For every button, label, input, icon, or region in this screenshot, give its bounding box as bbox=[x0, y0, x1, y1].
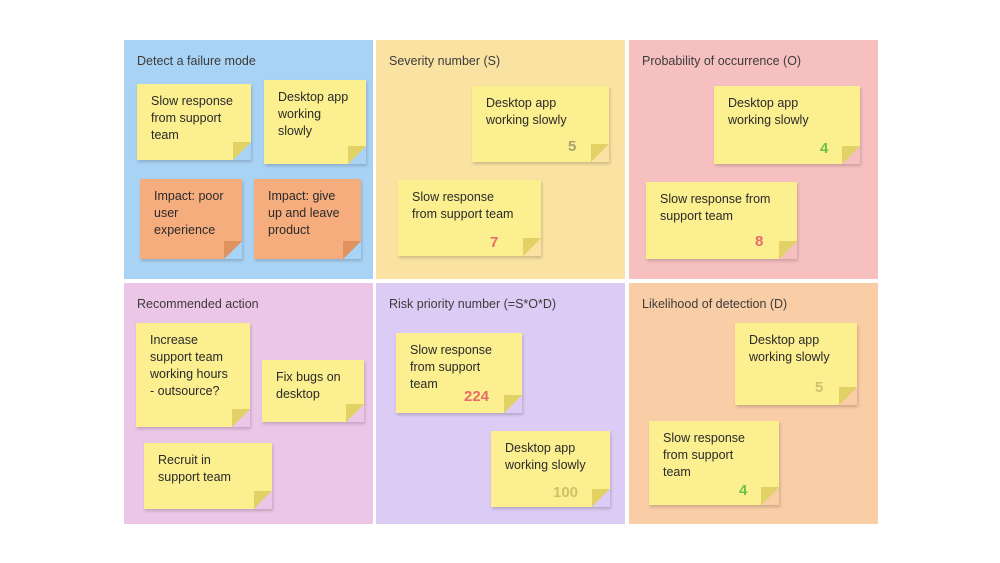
note-fold bbox=[761, 487, 779, 505]
note-fold bbox=[842, 146, 860, 164]
note-fold bbox=[348, 146, 366, 164]
sticky-note[interactable]: Desktop app working slowly 4 bbox=[714, 86, 860, 164]
score-label: 4 bbox=[820, 140, 829, 157]
note-text: Fix bugs on desktop bbox=[276, 370, 341, 401]
sticky-note[interactable]: Desktop app working slowly 5 bbox=[735, 323, 857, 405]
score-label: 224 bbox=[464, 388, 490, 405]
panel-title: Detect a failure mode bbox=[137, 54, 256, 68]
note-text: Desktop app working slowly bbox=[749, 333, 830, 364]
score-label: 5 bbox=[815, 379, 824, 396]
sticky-note[interactable]: Increase support team working hours - ou… bbox=[136, 323, 250, 427]
note-text: Slow response from support team bbox=[410, 343, 492, 391]
note-fold bbox=[523, 238, 541, 256]
note-text: Desktop app working slowly bbox=[728, 96, 809, 127]
note-text: Slow response from support team bbox=[412, 190, 514, 221]
panel-title: Severity number (S) bbox=[389, 54, 501, 68]
sticky-note[interactable]: Slow response from support team 4 bbox=[649, 421, 779, 505]
sticky-note[interactable]: Slow response from support team bbox=[137, 84, 251, 160]
note-text: Recruit in support team bbox=[158, 453, 231, 484]
sticky-note[interactable]: Desktop app working slowly 5 bbox=[472, 86, 609, 162]
note-fold bbox=[592, 489, 610, 507]
score-label: 4 bbox=[739, 482, 748, 499]
note-fold bbox=[504, 395, 522, 413]
note-fold bbox=[224, 241, 242, 259]
panel-detect-failure-mode: Detect a failure mode Slow response from… bbox=[124, 40, 373, 279]
note-text: Slow response from support team bbox=[663, 431, 745, 479]
note-fold bbox=[839, 387, 857, 405]
note-fold bbox=[254, 491, 272, 509]
panel-risk-priority-number: Risk priority number (=S*O*D) Slow respo… bbox=[376, 283, 625, 524]
sticky-note[interactable]: Slow response from support team 8 bbox=[646, 182, 797, 259]
note-text: Impact: give up and leave product bbox=[268, 189, 340, 237]
note-fold bbox=[233, 142, 251, 160]
panel-title: Risk priority number (=S*O*D) bbox=[389, 297, 557, 311]
note-text: Impact: poor user experience bbox=[154, 189, 224, 237]
panel-severity-number: Severity number (S) Desktop app working … bbox=[376, 40, 625, 279]
sticky-note[interactable]: Desktop app working slowly bbox=[264, 80, 366, 164]
panel-title: Likelihood of detection (D) bbox=[642, 297, 788, 311]
note-fold bbox=[346, 404, 364, 422]
note-text: Desktop app working slowly bbox=[278, 90, 349, 138]
panel-title: Probability of occurrence (O) bbox=[642, 54, 802, 68]
sticky-note[interactable]: Slow response from support team 224 bbox=[396, 333, 522, 413]
note-fold bbox=[779, 241, 797, 259]
note-fold bbox=[591, 144, 609, 162]
note-fold bbox=[232, 409, 250, 427]
score-label: 7 bbox=[490, 234, 499, 251]
score-label: 5 bbox=[568, 138, 577, 155]
score-label: 8 bbox=[755, 233, 764, 250]
sticky-note[interactable]: Recruit in support team bbox=[144, 443, 272, 509]
sticky-note[interactable]: Impact: give up and leave product bbox=[254, 179, 361, 259]
score-label: 100 bbox=[553, 484, 579, 501]
sticky-note[interactable]: Slow response from support team 7 bbox=[398, 180, 541, 256]
note-text: Slow response from support team bbox=[151, 94, 233, 142]
note-text: Slow response from support team bbox=[660, 192, 771, 223]
panel-likelihood-of-detection: Likelihood of detection (D) Desktop app … bbox=[629, 283, 878, 524]
sticky-note[interactable]: Fix bugs on desktop bbox=[262, 360, 364, 422]
panel-recommended-action: Recommended action Increase support team… bbox=[124, 283, 373, 524]
sticky-note[interactable]: Impact: poor user experience bbox=[140, 179, 242, 259]
note-text: Increase support team working hours - ou… bbox=[150, 333, 228, 398]
sticky-note[interactable]: Desktop app working slowly 100 bbox=[491, 431, 610, 507]
note-text: Desktop app working slowly bbox=[486, 96, 567, 127]
note-text: Desktop app working slowly bbox=[505, 441, 586, 472]
panel-probability-of-occurrence: Probability of occurrence (O) Desktop ap… bbox=[629, 40, 878, 279]
note-fold bbox=[343, 241, 361, 259]
panel-title: Recommended action bbox=[137, 297, 259, 311]
